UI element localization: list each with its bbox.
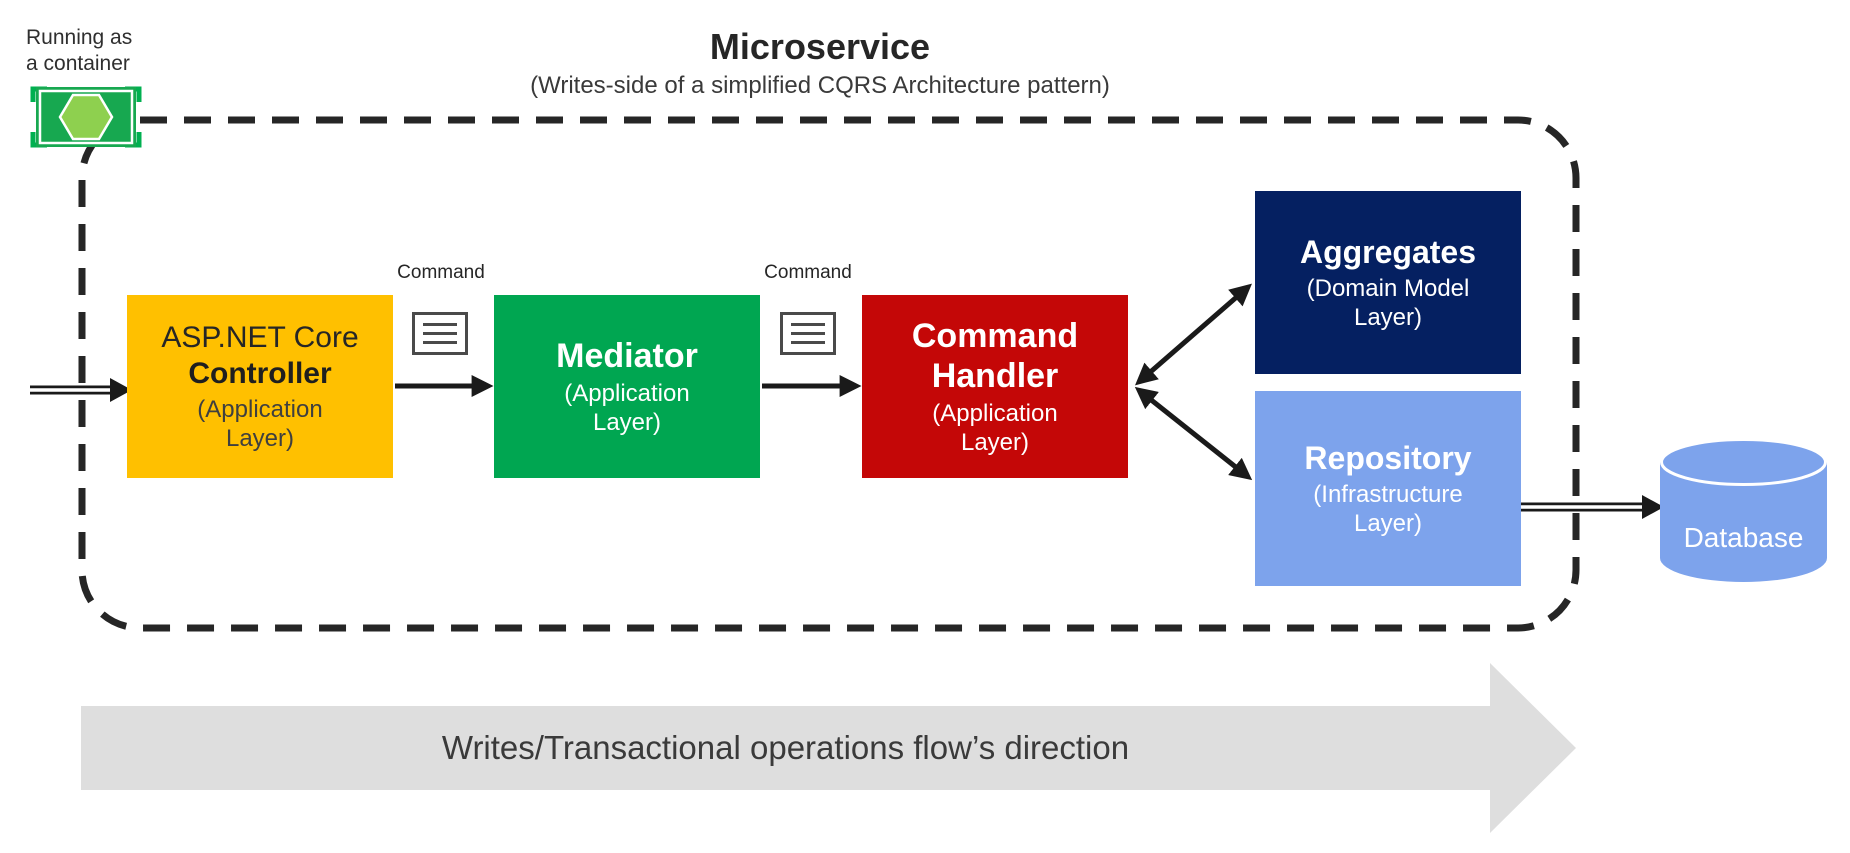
database-label: Database bbox=[1683, 522, 1804, 553]
entry-arrow bbox=[30, 378, 132, 402]
node-layer: (Infrastructure Layer) bbox=[1313, 481, 1463, 537]
database-body bbox=[1660, 462, 1827, 582]
arrow-repository-to-database bbox=[1521, 495, 1664, 519]
node-layer: (Application Layer) bbox=[564, 380, 690, 436]
database-top bbox=[1660, 438, 1827, 486]
node-title: Repository bbox=[1304, 440, 1472, 476]
node-repository: Repository (Infrastructure Layer) bbox=[1255, 391, 1521, 586]
arrow-handler-repository bbox=[1134, 386, 1253, 481]
node-layer: (Application Layer) bbox=[197, 396, 323, 452]
node-layer: (Domain Model Layer) bbox=[1306, 275, 1470, 331]
container-inner-frame bbox=[38, 89, 134, 145]
node-title: Mediator bbox=[556, 337, 698, 375]
node-title: ASP.NET Core bbox=[161, 321, 359, 354]
node-layer: (Application Layer) bbox=[932, 400, 1058, 456]
node-title: Aggregates bbox=[1299, 234, 1477, 270]
database-cylinder: Database bbox=[1660, 438, 1827, 582]
node-aspnet-controller: ASP.NET Core Controller (Application Lay… bbox=[127, 295, 393, 478]
flow-direction-arrow bbox=[81, 663, 1576, 833]
container-hexagon bbox=[58, 93, 114, 141]
arrow-handler-aggregates bbox=[1135, 283, 1252, 386]
command-message-icon bbox=[780, 312, 836, 355]
microservice-boundary bbox=[78, 116, 1580, 632]
node-mediator: Mediator (Application Layer) bbox=[494, 295, 760, 478]
diagram-subtitle: (Writes-side of a simplified CQRS Archit… bbox=[530, 72, 1110, 99]
flow-direction-label: Writes/Transactional operations flow’s d… bbox=[441, 729, 1130, 766]
node-aggregates: Aggregates (Domain Model Layer) bbox=[1255, 191, 1521, 374]
command-label-2: Command bbox=[764, 262, 852, 283]
command-message-icon bbox=[412, 312, 468, 355]
node-title: Command Handler bbox=[911, 317, 1079, 395]
diagram-title: Microservice bbox=[709, 26, 931, 67]
node-title-bold: Controller bbox=[188, 357, 332, 390]
container-badge-label: Running as a container bbox=[26, 26, 133, 75]
container-icon bbox=[26, 81, 146, 153]
node-command-handler: Command Handler (Application Layer) bbox=[862, 295, 1128, 478]
command-label-1: Command bbox=[397, 262, 485, 283]
